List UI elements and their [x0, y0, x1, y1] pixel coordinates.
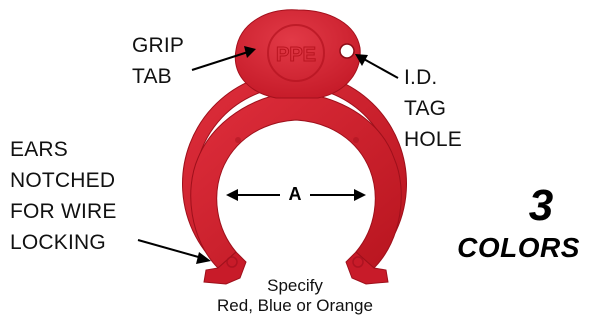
id-hole-arrowhead: [355, 54, 368, 66]
left-ear: [203, 251, 247, 285]
right-ear: [345, 251, 389, 285]
leader-lines: [137, 46, 399, 264]
dimension-arrowhead-right: [354, 189, 366, 201]
ears-line-1: EARS: [10, 138, 68, 161]
ears-leader: [137, 239, 203, 259]
wire-clip: PPE: [182, 9, 407, 285]
grip-tab-label: GRIP TAB: [132, 30, 184, 92]
ears-arrowhead: [196, 252, 211, 264]
id-tag-hole: [339, 43, 355, 59]
embossed-ring: [267, 24, 325, 82]
grip-tab-line-2: TAB: [132, 65, 172, 88]
grip-tab-arrowhead: [244, 46, 256, 58]
id-tag-hole-label: I.D. TAG HOLE: [404, 62, 462, 155]
ears-line-3: FOR WIRE: [10, 200, 117, 223]
dimension-label: A: [288, 184, 302, 204]
id-hole-leader: [361, 57, 399, 79]
notch-left-ear: [226, 256, 238, 268]
color-count: 3: [528, 181, 554, 230]
dimension-arrowhead-left: [226, 189, 238, 201]
grip-tab-line-1: GRIP: [132, 34, 185, 57]
ears-line-2: NOTCHED: [10, 169, 116, 192]
ring-dot-left: [235, 137, 241, 143]
grip-tab: [234, 9, 361, 99]
specify-note: Specify Red, Blue or Orange: [190, 276, 400, 316]
specify-line-2: Red, Blue or Orange: [217, 296, 373, 315]
colors-word: COLORS: [457, 232, 580, 263]
id-tag-line-2: TAG: [404, 97, 447, 120]
ears-label: EARS NOTCHED FOR WIRE LOCKING: [10, 134, 117, 258]
grip-tab-leader: [191, 51, 249, 71]
specify-line-1: Specify: [267, 276, 323, 295]
embossed-text: PPE: [276, 44, 316, 66]
ears-line-4: LOCKING: [10, 231, 106, 254]
clip-ring-body: [190, 95, 402, 269]
ring-dot-right: [353, 137, 359, 143]
id-tag-line-3: HOLE: [404, 128, 462, 151]
id-tag-line-1: I.D.: [404, 66, 438, 89]
notch-right-ear: [352, 256, 364, 268]
